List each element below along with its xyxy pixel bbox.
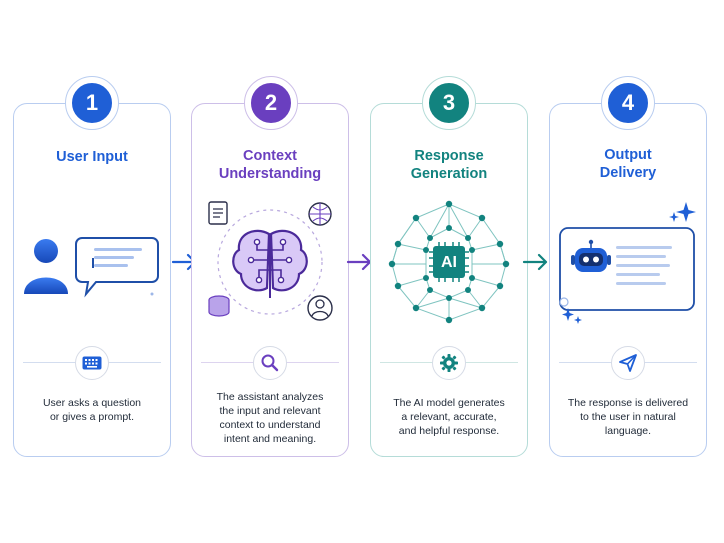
desc-line: The assistant analyzes [216,391,324,403]
step-number-1: 1 [69,80,115,126]
title-line: Understanding [218,166,322,182]
keyboard-icon [75,346,109,380]
step-title-user-input: User Input [13,148,171,166]
desc-line: to the user in natural [580,411,676,423]
step-title-context-understanding: Context Understanding [191,147,349,183]
step-number-2: 2 [248,80,294,126]
desc-line: or gives a prompt. [49,411,135,423]
send-icon [611,346,645,380]
desc-line: User asks a question [42,397,142,409]
title-line: Generation [410,166,488,182]
title-line: Delivery [599,165,657,181]
step-description-user-input: User asks a question or gives a prompt. [17,396,167,424]
step-number-4: 4 [605,80,651,126]
step-title-response-generation: Response Generation [370,147,528,183]
desc-line: a relevant, accurate, [401,411,497,423]
desc-line: The AI model generates [393,397,505,409]
step-description-response-generation: The AI model generates a relevant, accur… [374,396,524,438]
step-description-output-delivery: The response is delivered to the user in… [553,396,703,438]
title-line: Response [414,148,484,164]
ai-chip-label: AI [441,254,457,271]
title-line: Context [243,148,297,164]
magnifier-icon [253,346,287,380]
step-number-3: 3 [426,80,472,126]
desc-line: language. [604,425,652,437]
title-line: User Input [56,149,128,165]
brain-icon [203,198,337,326]
desc-line: and helpful response. [398,425,500,437]
desc-line: context to understand [219,419,321,431]
step-description-context-understanding: The assistant analyzes the input and rel… [195,390,345,446]
desc-line: the input and relevant [219,405,321,417]
neural-network-icon [386,198,512,326]
gear-icon [432,346,466,380]
flow-arrow-3 [522,252,550,272]
user-chat-icon [22,232,162,300]
chatbot-screen-icon [556,200,702,328]
step-title-output-delivery: Output Delivery [549,146,707,182]
title-line: Output [604,147,652,163]
desc-line: intent and meaning. [223,433,317,445]
desc-line: The response is delivered [567,397,689,409]
